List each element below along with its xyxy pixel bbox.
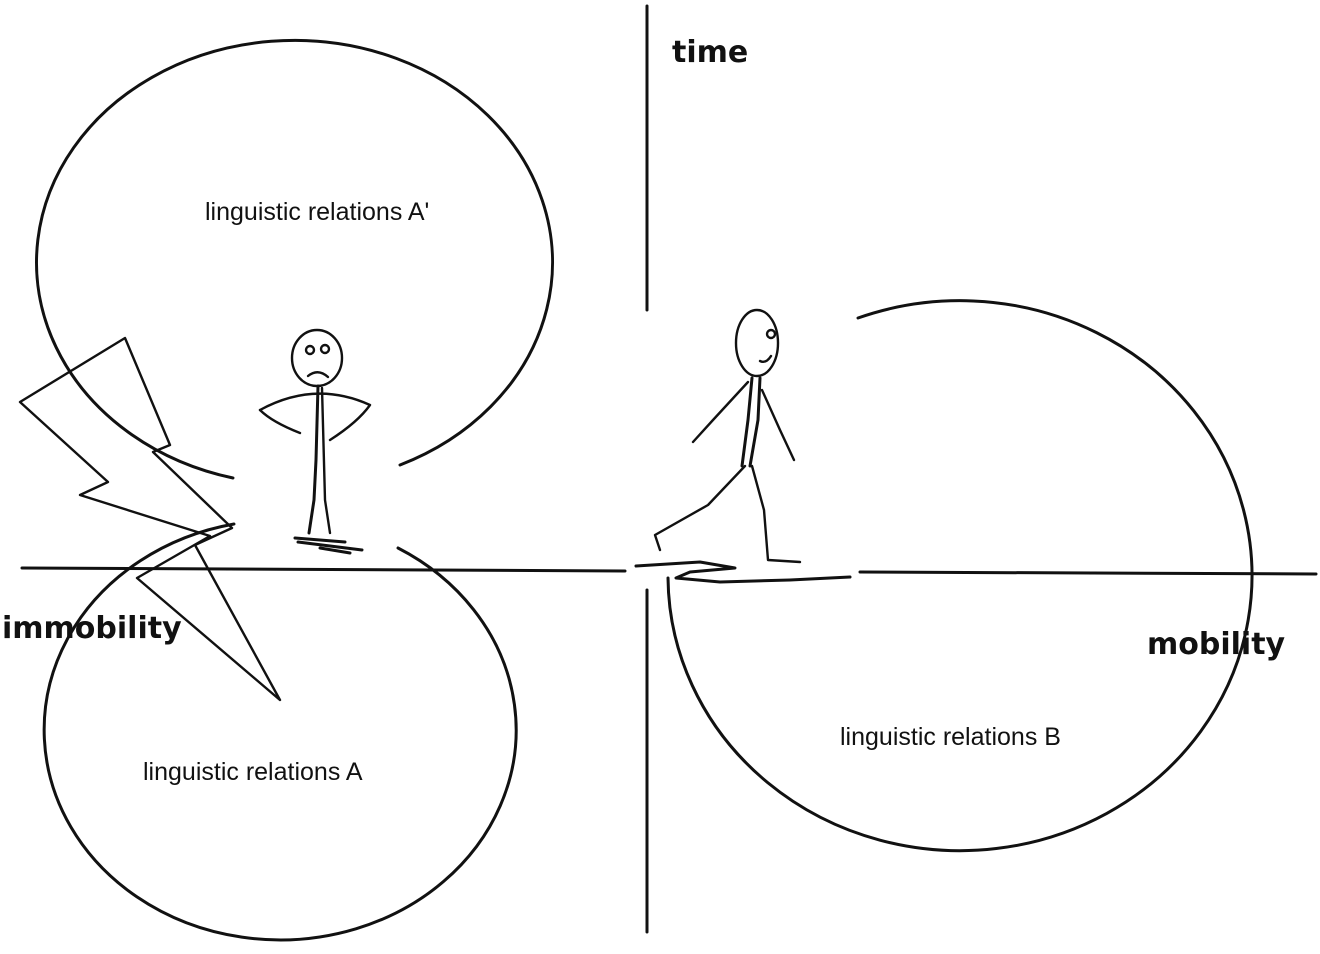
axis-labels: time immobility mobility xyxy=(2,35,1286,662)
region-a-prime-label: linguistic relations A' xyxy=(205,198,429,226)
mobility-label: mobility xyxy=(1147,627,1286,662)
region-b-label: linguistic relations B xyxy=(840,723,1061,751)
region-circles xyxy=(35,38,1254,942)
circle-b xyxy=(666,299,1254,853)
smiling-walking-stick-figure-icon xyxy=(634,308,852,584)
lightning-bolt-icon xyxy=(18,336,282,702)
immobility-label: immobility xyxy=(2,611,182,646)
sad-stick-figure-icon xyxy=(258,328,372,555)
circle-a xyxy=(42,522,518,942)
horizontal-axis-right xyxy=(858,570,1318,576)
region-labels: linguistic relations A' linguistic relat… xyxy=(143,198,1061,786)
time-label: time xyxy=(672,35,748,70)
circle-a-prime xyxy=(35,38,554,480)
axes xyxy=(20,4,1318,934)
region-a-label: linguistic relations A xyxy=(143,758,363,786)
horizontal-axis-left xyxy=(20,566,627,573)
